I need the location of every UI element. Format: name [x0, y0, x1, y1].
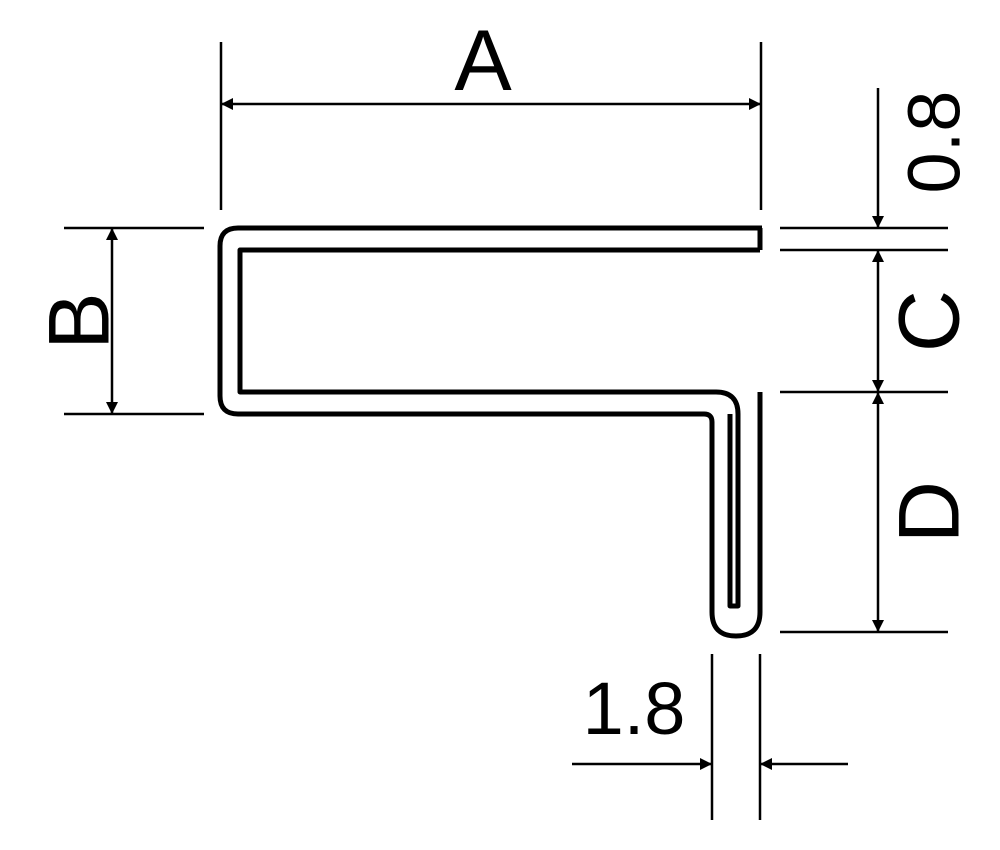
profile-inner-contour [237, 247, 760, 609]
label-leg-width: 1.8 [583, 667, 686, 750]
label-b: B [32, 292, 128, 349]
profile-outer-contour [217, 225, 763, 639]
label-d: D [882, 481, 978, 543]
label-a: A [454, 13, 512, 109]
dimension-leg-width: 1.8 [572, 654, 848, 820]
label-c: C [882, 290, 978, 352]
dimension-right: 0.8 C D [780, 88, 978, 634]
dimension-b: B [32, 226, 204, 416]
label-thickness-top: 0.8 [893, 91, 976, 194]
dimension-a: A [219, 13, 763, 210]
